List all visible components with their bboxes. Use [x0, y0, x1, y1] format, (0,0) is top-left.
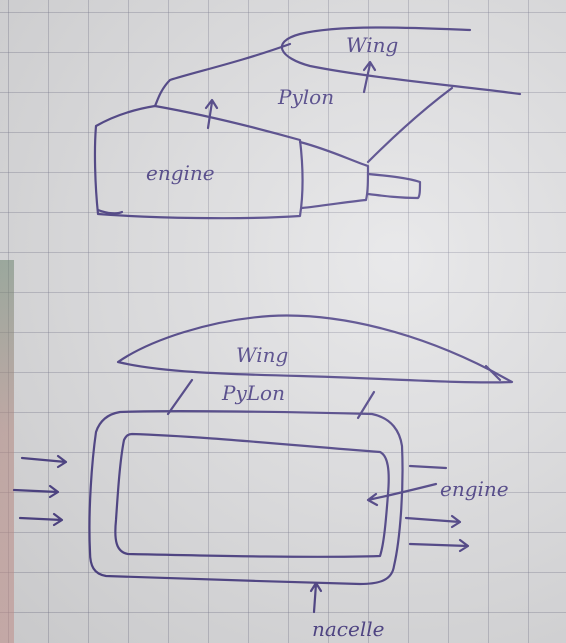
top-wing-label: Wing [346, 33, 398, 57]
top-pylon-arrow [204, 98, 219, 130]
nacelle-pointer-arrow [309, 581, 323, 614]
desk-edge [0, 260, 14, 643]
inflow-arrow-1 [20, 454, 68, 469]
engine-pointer-arrow [366, 482, 438, 507]
outflow-arrow-1 [408, 464, 448, 470]
bottom-wing-outline [116, 314, 514, 384]
bottom-engine-label: engine [440, 477, 509, 501]
top-engine-inlet [96, 208, 124, 215]
engine-core-outline [114, 432, 390, 558]
top-engine-label: engine [146, 161, 215, 185]
top-pylon-label: Pylon [277, 85, 334, 109]
top-diagram: Wing Pylon engine [93, 26, 522, 220]
bottom-wing-tip-mark [484, 364, 502, 382]
nacelle-label: nacelle [312, 617, 384, 641]
top-wing-outline [280, 26, 522, 96]
bottom-pylon-label: PyLon [221, 381, 285, 405]
top-nozzle [298, 140, 370, 210]
top-exhaust-plug [366, 172, 422, 200]
top-pylon-outline [153, 42, 292, 108]
nacelle-outline [88, 410, 404, 586]
top-trailing-strut [366, 86, 454, 164]
bottom-diagram: Wing PyLon engine nacelle [12, 314, 514, 641]
bottom-wing-label: Wing [236, 343, 288, 367]
inflow-arrow-2 [12, 484, 60, 499]
outflow-arrow-3 [408, 538, 470, 553]
inflow-arrow-3 [18, 512, 64, 527]
outflow-arrow-2 [404, 514, 462, 529]
bottom-pylon-left [166, 378, 194, 416]
top-engine-body [93, 104, 304, 220]
top-wing-arrow [362, 60, 377, 94]
